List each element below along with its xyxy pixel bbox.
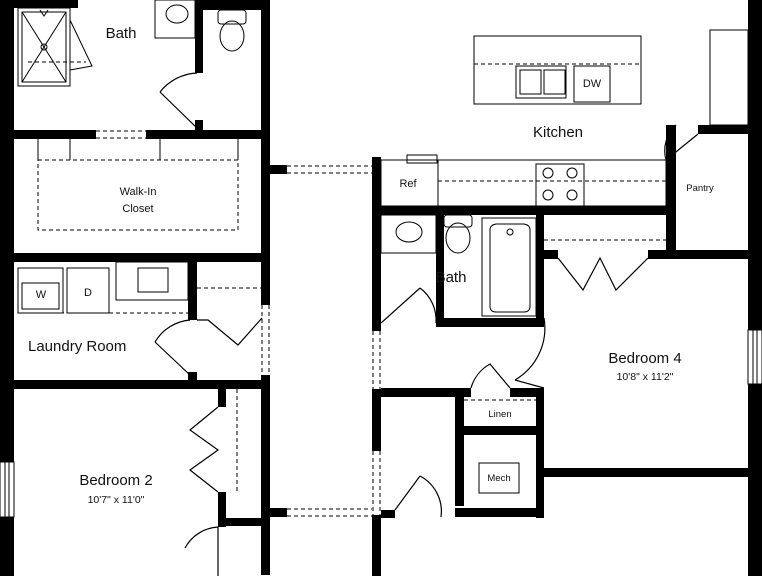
room-label-pantry: Pantry [686, 183, 714, 194]
washer-label: W [35, 289, 47, 301]
dashed-openings [28, 61, 666, 576]
room-label-linen: Linen [488, 409, 512, 420]
dishwasher-label: DW [582, 78, 602, 90]
room-label-walkin-closet: Walk-In Closet [119, 186, 157, 215]
room-label-bath-master: Bath [105, 25, 137, 42]
window-openings [0, 329, 762, 518]
room-label-laundry: Laundry Room [28, 338, 127, 355]
doors [154, 72, 699, 576]
room-dimension-bedroom-4: 10'8" x 11'2" [616, 371, 674, 383]
room-label-mech: Mech [487, 473, 511, 484]
room-label-bedroom-2: Bedroom 2 [79, 472, 153, 489]
refrigerator-label: Ref [399, 178, 417, 190]
room-label-bedroom-4: Bedroom 4 [608, 350, 682, 367]
room-dimension-bedroom-2: 10'7" x 11'0" [87, 494, 145, 506]
fixtures [17, 0, 749, 494]
dryer-label: D [84, 287, 92, 299]
room-label-kitchen: Kitchen [532, 124, 584, 141]
room-label-bath-hall: Bath [435, 269, 467, 286]
